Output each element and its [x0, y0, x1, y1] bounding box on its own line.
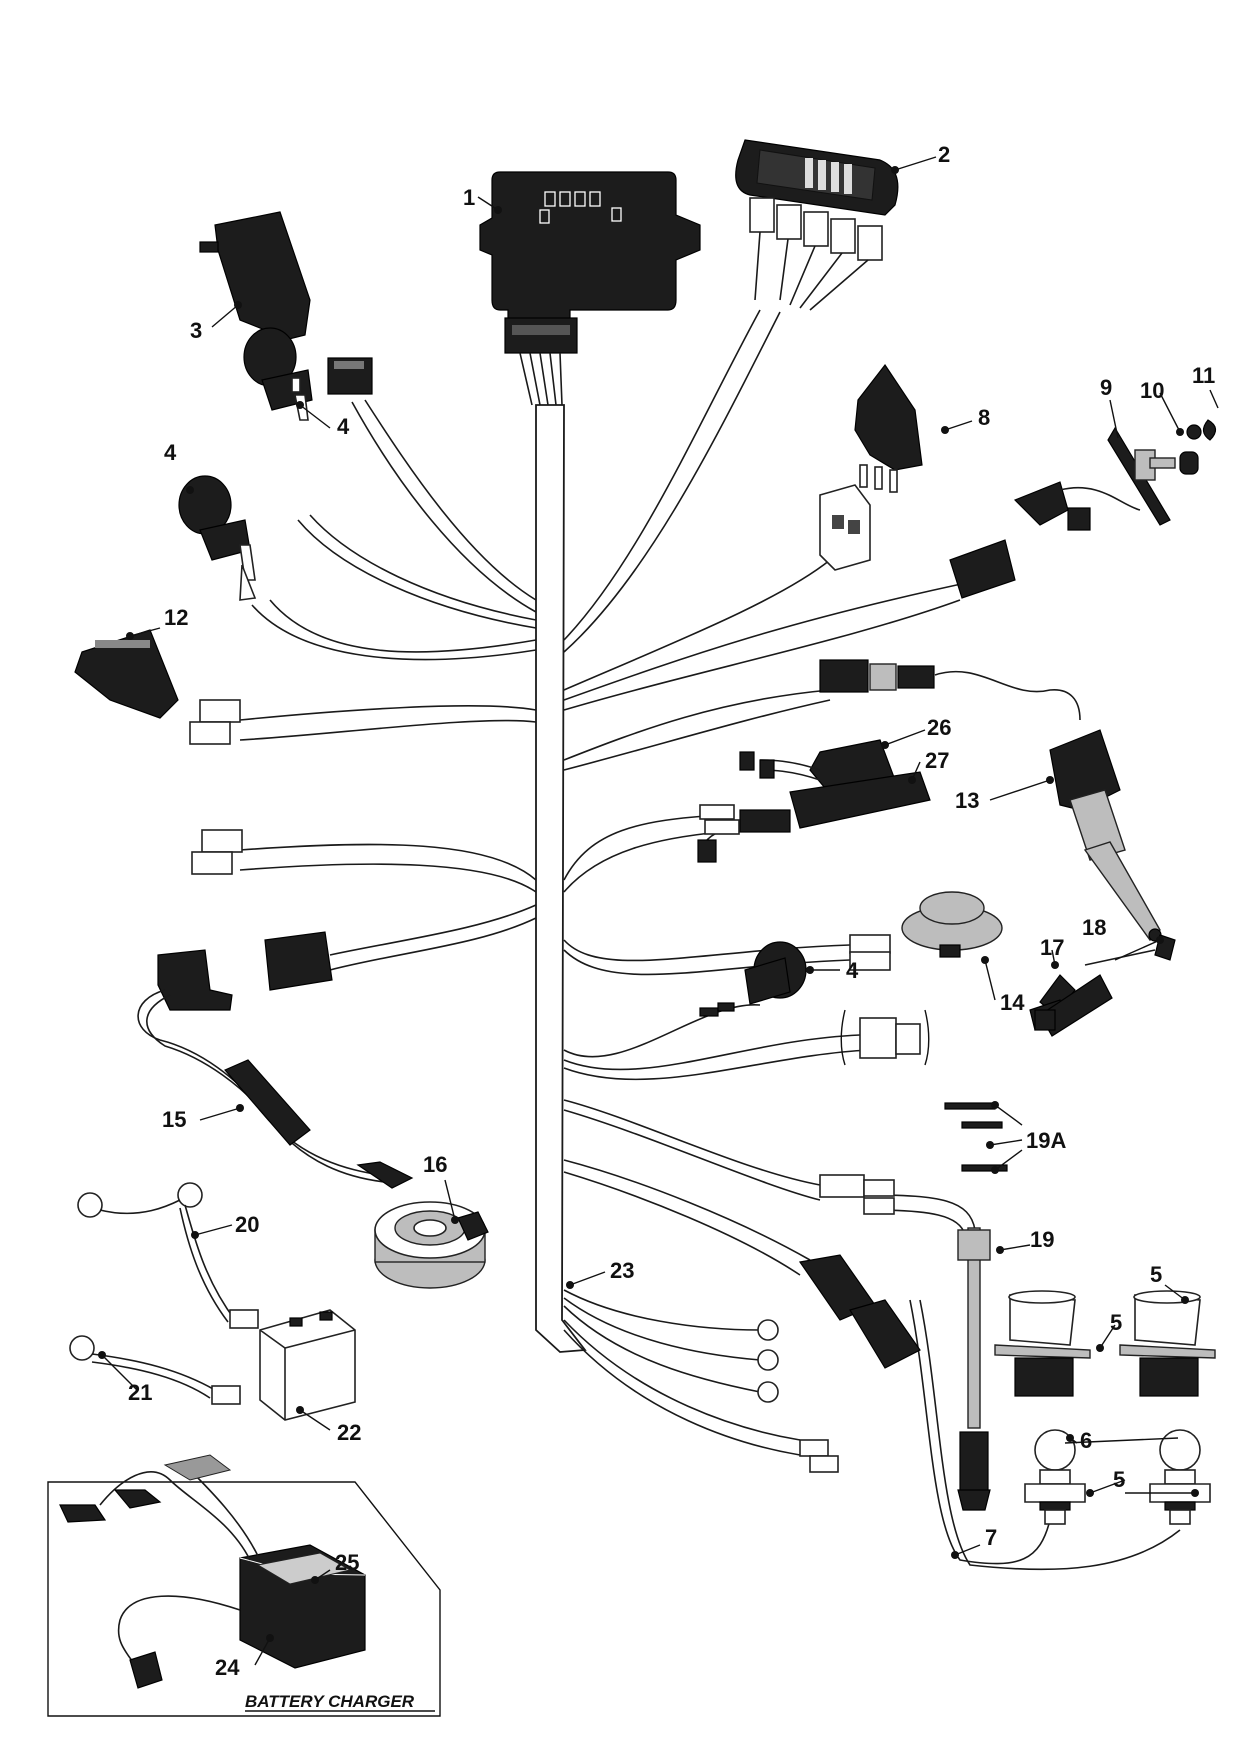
label-part-8: 8 — [978, 405, 990, 430]
label-part-2: 2 — [938, 142, 950, 167]
linear-actuator — [819, 659, 1162, 942]
label-part-4-left: 4 — [164, 440, 177, 465]
main-harness-trunk — [535, 404, 587, 1353]
label-part-11: 11 — [1192, 363, 1215, 388]
label-part-7: 7 — [985, 1525, 997, 1550]
label-part-5-mid: 5 — [1110, 1310, 1122, 1335]
label-part-16: 16 — [423, 1152, 447, 1177]
battery-cable-negative — [69, 1335, 241, 1405]
battery-cable-positive — [77, 1182, 259, 1329]
label-part-6: 6 — [1080, 1428, 1092, 1453]
label-part-17: 17 — [1040, 935, 1064, 960]
label-part-5-top: 5 — [1150, 1262, 1162, 1287]
label-part-3: 3 — [190, 318, 202, 343]
pto-clutch — [374, 1201, 489, 1289]
label-part-23: 23 — [610, 1258, 634, 1283]
part-number-labels: 1 2 3 4 4 4 5 5 5 6 7 8 9 10 11 12 13 14… — [128, 142, 1215, 1712]
battery — [259, 1309, 356, 1421]
label-part-14: 14 — [1000, 990, 1025, 1015]
label-part-4-lower: 4 — [846, 958, 859, 983]
safety-switch-bracket — [697, 771, 931, 863]
label-part-20: 20 — [235, 1212, 259, 1237]
headlamp-left — [994, 1290, 1091, 1525]
harness-branches — [239, 309, 1181, 1571]
leader-lines — [98, 156, 1219, 1666]
label-part-18: 18 — [1082, 915, 1106, 940]
control-display-unit — [479, 171, 701, 406]
ground-ring-terminals — [757, 1319, 779, 1403]
label-part-19a: 19A — [1026, 1128, 1066, 1153]
push-switch-left — [178, 475, 257, 601]
seal-set — [944, 1102, 1008, 1172]
horn-connector — [840, 934, 930, 1066]
headlamp-right — [1119, 1290, 1216, 1525]
pto-clutch-wire — [137, 931, 414, 1189]
relay-with-socket — [819, 363, 923, 571]
label-part-10: 10 — [1140, 378, 1164, 403]
label-part-5-low: 5 — [1113, 1467, 1125, 1492]
fuse-box — [735, 139, 899, 311]
left-spade-connectors — [191, 829, 243, 875]
label-part-25: 25 — [335, 1550, 359, 1575]
ignition-key — [1029, 934, 1176, 1037]
inset-caption: BATTERY CHARGER — [245, 1692, 415, 1711]
headlamp-connectors — [798, 1254, 921, 1473]
label-part-24: 24 — [215, 1655, 240, 1680]
fuel-sensor — [819, 1174, 991, 1511]
label-part-19: 19 — [1030, 1227, 1054, 1252]
ignition-key-switch — [949, 419, 1217, 599]
label-part-15: 15 — [162, 1107, 186, 1132]
label-part-22: 22 — [337, 1420, 361, 1445]
label-part-4-upper: 4 — [337, 414, 350, 439]
label-part-12: 12 — [164, 605, 188, 630]
label-part-9: 9 — [1100, 375, 1112, 400]
battery-charger-inset — [47, 1454, 441, 1717]
label-part-1: 1 — [463, 185, 475, 210]
label-part-27: 27 — [925, 748, 949, 773]
horn — [901, 891, 1003, 958]
label-part-13: 13 — [955, 788, 979, 813]
inline-fuse-holder — [74, 629, 241, 745]
label-part-21: 21 — [128, 1380, 152, 1405]
push-switch-upper — [243, 327, 313, 421]
push-switch-lower — [699, 941, 807, 1017]
label-part-26: 26 — [927, 715, 951, 740]
